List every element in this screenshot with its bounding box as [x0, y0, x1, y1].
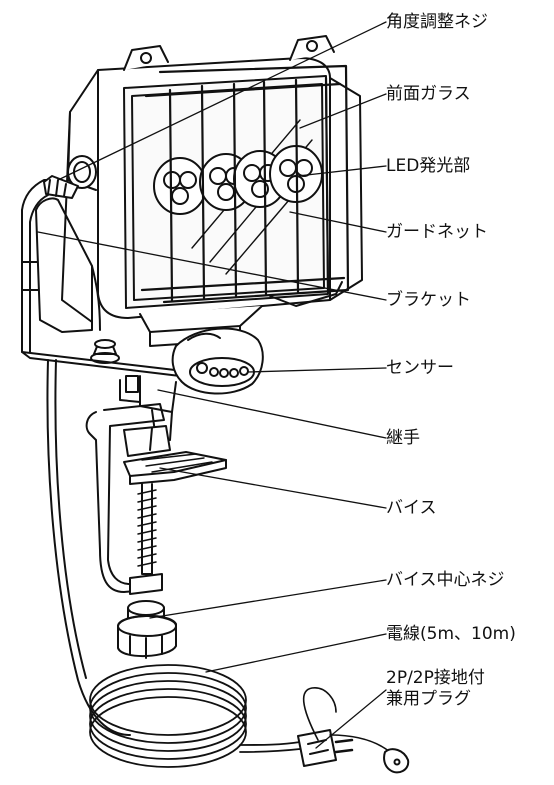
leader-angle-screw	[57, 21, 387, 181]
vise-knob	[117, 600, 177, 659]
guard-net	[140, 64, 350, 304]
cord-coil	[89, 664, 301, 768]
label-joint: 継手	[386, 428, 420, 448]
sensor	[171, 327, 264, 395]
angle-adjust-screw	[43, 155, 97, 199]
label-bracket: ブラケット	[386, 290, 471, 310]
top-hinges	[123, 35, 335, 71]
led-unit	[153, 157, 207, 215]
label-plug-line1: 2P/2P接地付	[386, 668, 485, 688]
vise	[85, 403, 227, 593]
leader-cord	[205, 633, 387, 673]
leader-plug	[315, 689, 387, 749]
leader-vise-screw	[149, 579, 387, 619]
joint	[119, 375, 177, 441]
leader-led	[297, 165, 387, 177]
label-sensor: センサー	[386, 358, 454, 378]
label-vise: バイス	[386, 498, 437, 518]
label-angle-adjust-screw: 角度調整ネジ	[386, 12, 488, 32]
label-plug-line2: 兼用プラグ	[386, 689, 471, 709]
power-cord	[46, 359, 131, 736]
label-power-cord: 電線(5m、10m)	[386, 624, 516, 644]
label-front-glass: 前面ガラス	[386, 84, 471, 104]
label-vise-screw: バイス中心ネジ	[386, 570, 505, 590]
leader-bracket	[37, 231, 387, 301]
leader-vise	[159, 467, 387, 509]
leader-sensor	[247, 367, 387, 373]
leader-joint	[157, 389, 387, 439]
label-guard-net: ガードネット	[386, 222, 488, 242]
plug	[297, 687, 410, 774]
vise-screw	[129, 483, 163, 595]
leader-lines	[37, 21, 387, 749]
leader-front-glass	[299, 93, 387, 129]
leader-guard-net	[289, 211, 387, 233]
label-led-unit: LED発光部	[386, 156, 471, 176]
bracket-bolt	[90, 339, 120, 364]
